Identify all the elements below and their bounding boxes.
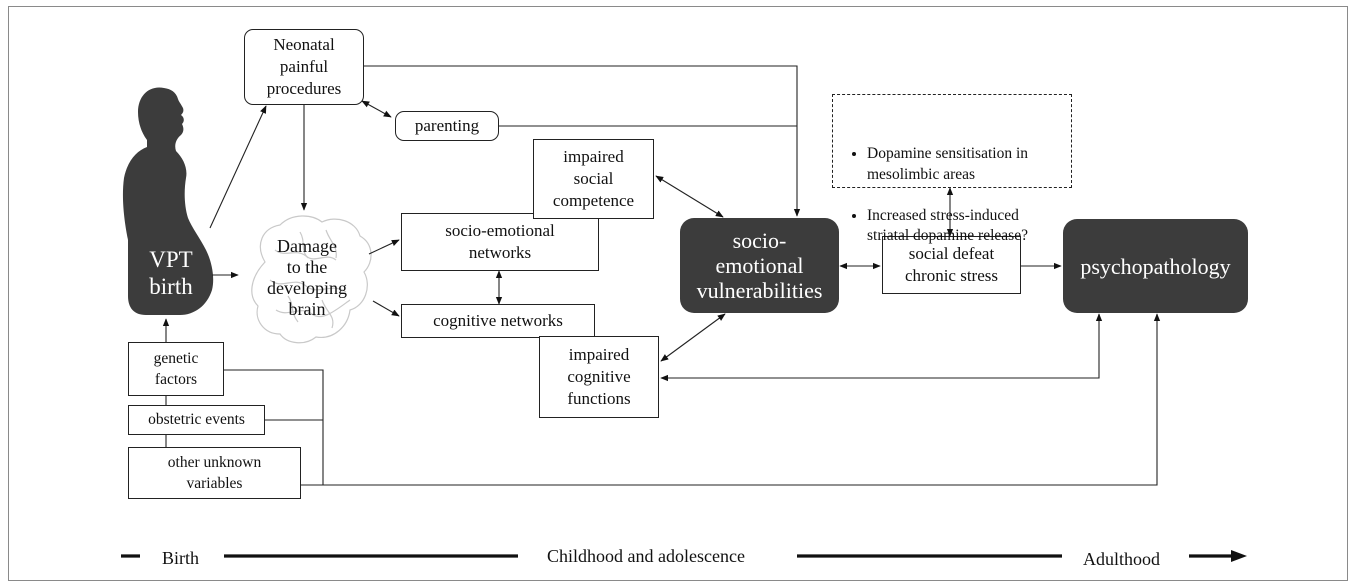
edge-neonatal-to-vulnerabilities (364, 65, 801, 217)
dopamine-notes-box: Dopamine sensitisation in mesolimbic are… (832, 94, 1072, 244)
dopamine-note-2: Increased stress-induced striatal dopami… (867, 206, 1061, 247)
edge-vpt-to-neonatal (209, 105, 267, 229)
edge-damage-to-socio (368, 239, 400, 255)
timeline-label-adulthood: Adulthood (1083, 549, 1161, 569)
diagram-canvas (121, 65, 1247, 562)
node-obstetric-events: obstetric events (128, 405, 265, 435)
node-socio-emotional-networks: socio-emotional networks (401, 213, 599, 271)
vpt-birth-label: VPT birth (149, 247, 193, 299)
dopamine-note-1: Dopamine sensitisation in mesolimbic are… (867, 144, 1061, 185)
pregnant-woman-silhouette-icon (122, 87, 214, 315)
node-impaired-cognitive-functions: impaired cognitive functions (539, 336, 659, 418)
brain-outline-icon (251, 215, 372, 344)
node-genetic-factors: genetic factors (128, 342, 224, 396)
node-social-defeat-chronic-stress: social defeat chronic stress (882, 236, 1021, 294)
node-neonatal-painful-procedures: Neonatal painful procedures (244, 29, 364, 105)
edge-other-to-psychopathology (301, 313, 1161, 486)
node-other-unknown-variables: other unknown variables (128, 447, 301, 499)
edge-damage-to-cognitive (372, 300, 400, 317)
edge-social-vulnerabilities (655, 175, 724, 218)
timeline (121, 550, 1247, 562)
node-parenting: parenting (395, 111, 499, 141)
edge-cognitive-vulnerabilities (660, 313, 726, 362)
node-psychopathology: psychopathology (1063, 219, 1248, 313)
edge-genetic-bracket (224, 369, 324, 485)
timeline-label-birth: Birth (162, 548, 200, 568)
timeline-label-childhood: Childhood and adolescence (547, 546, 745, 566)
node-socio-emotional-vulnerabilities: socio- emotional vulnerabilities (680, 218, 839, 313)
edge-neonatal-parenting (361, 100, 392, 118)
node-impaired-social-competence: impaired social competence (533, 139, 654, 219)
node-damage-to-developing-brain: Damage to the developing brain (267, 236, 347, 319)
edge-cognitive-psychopathology (660, 313, 1103, 382)
node-cognitive-networks: cognitive networks (401, 304, 595, 338)
